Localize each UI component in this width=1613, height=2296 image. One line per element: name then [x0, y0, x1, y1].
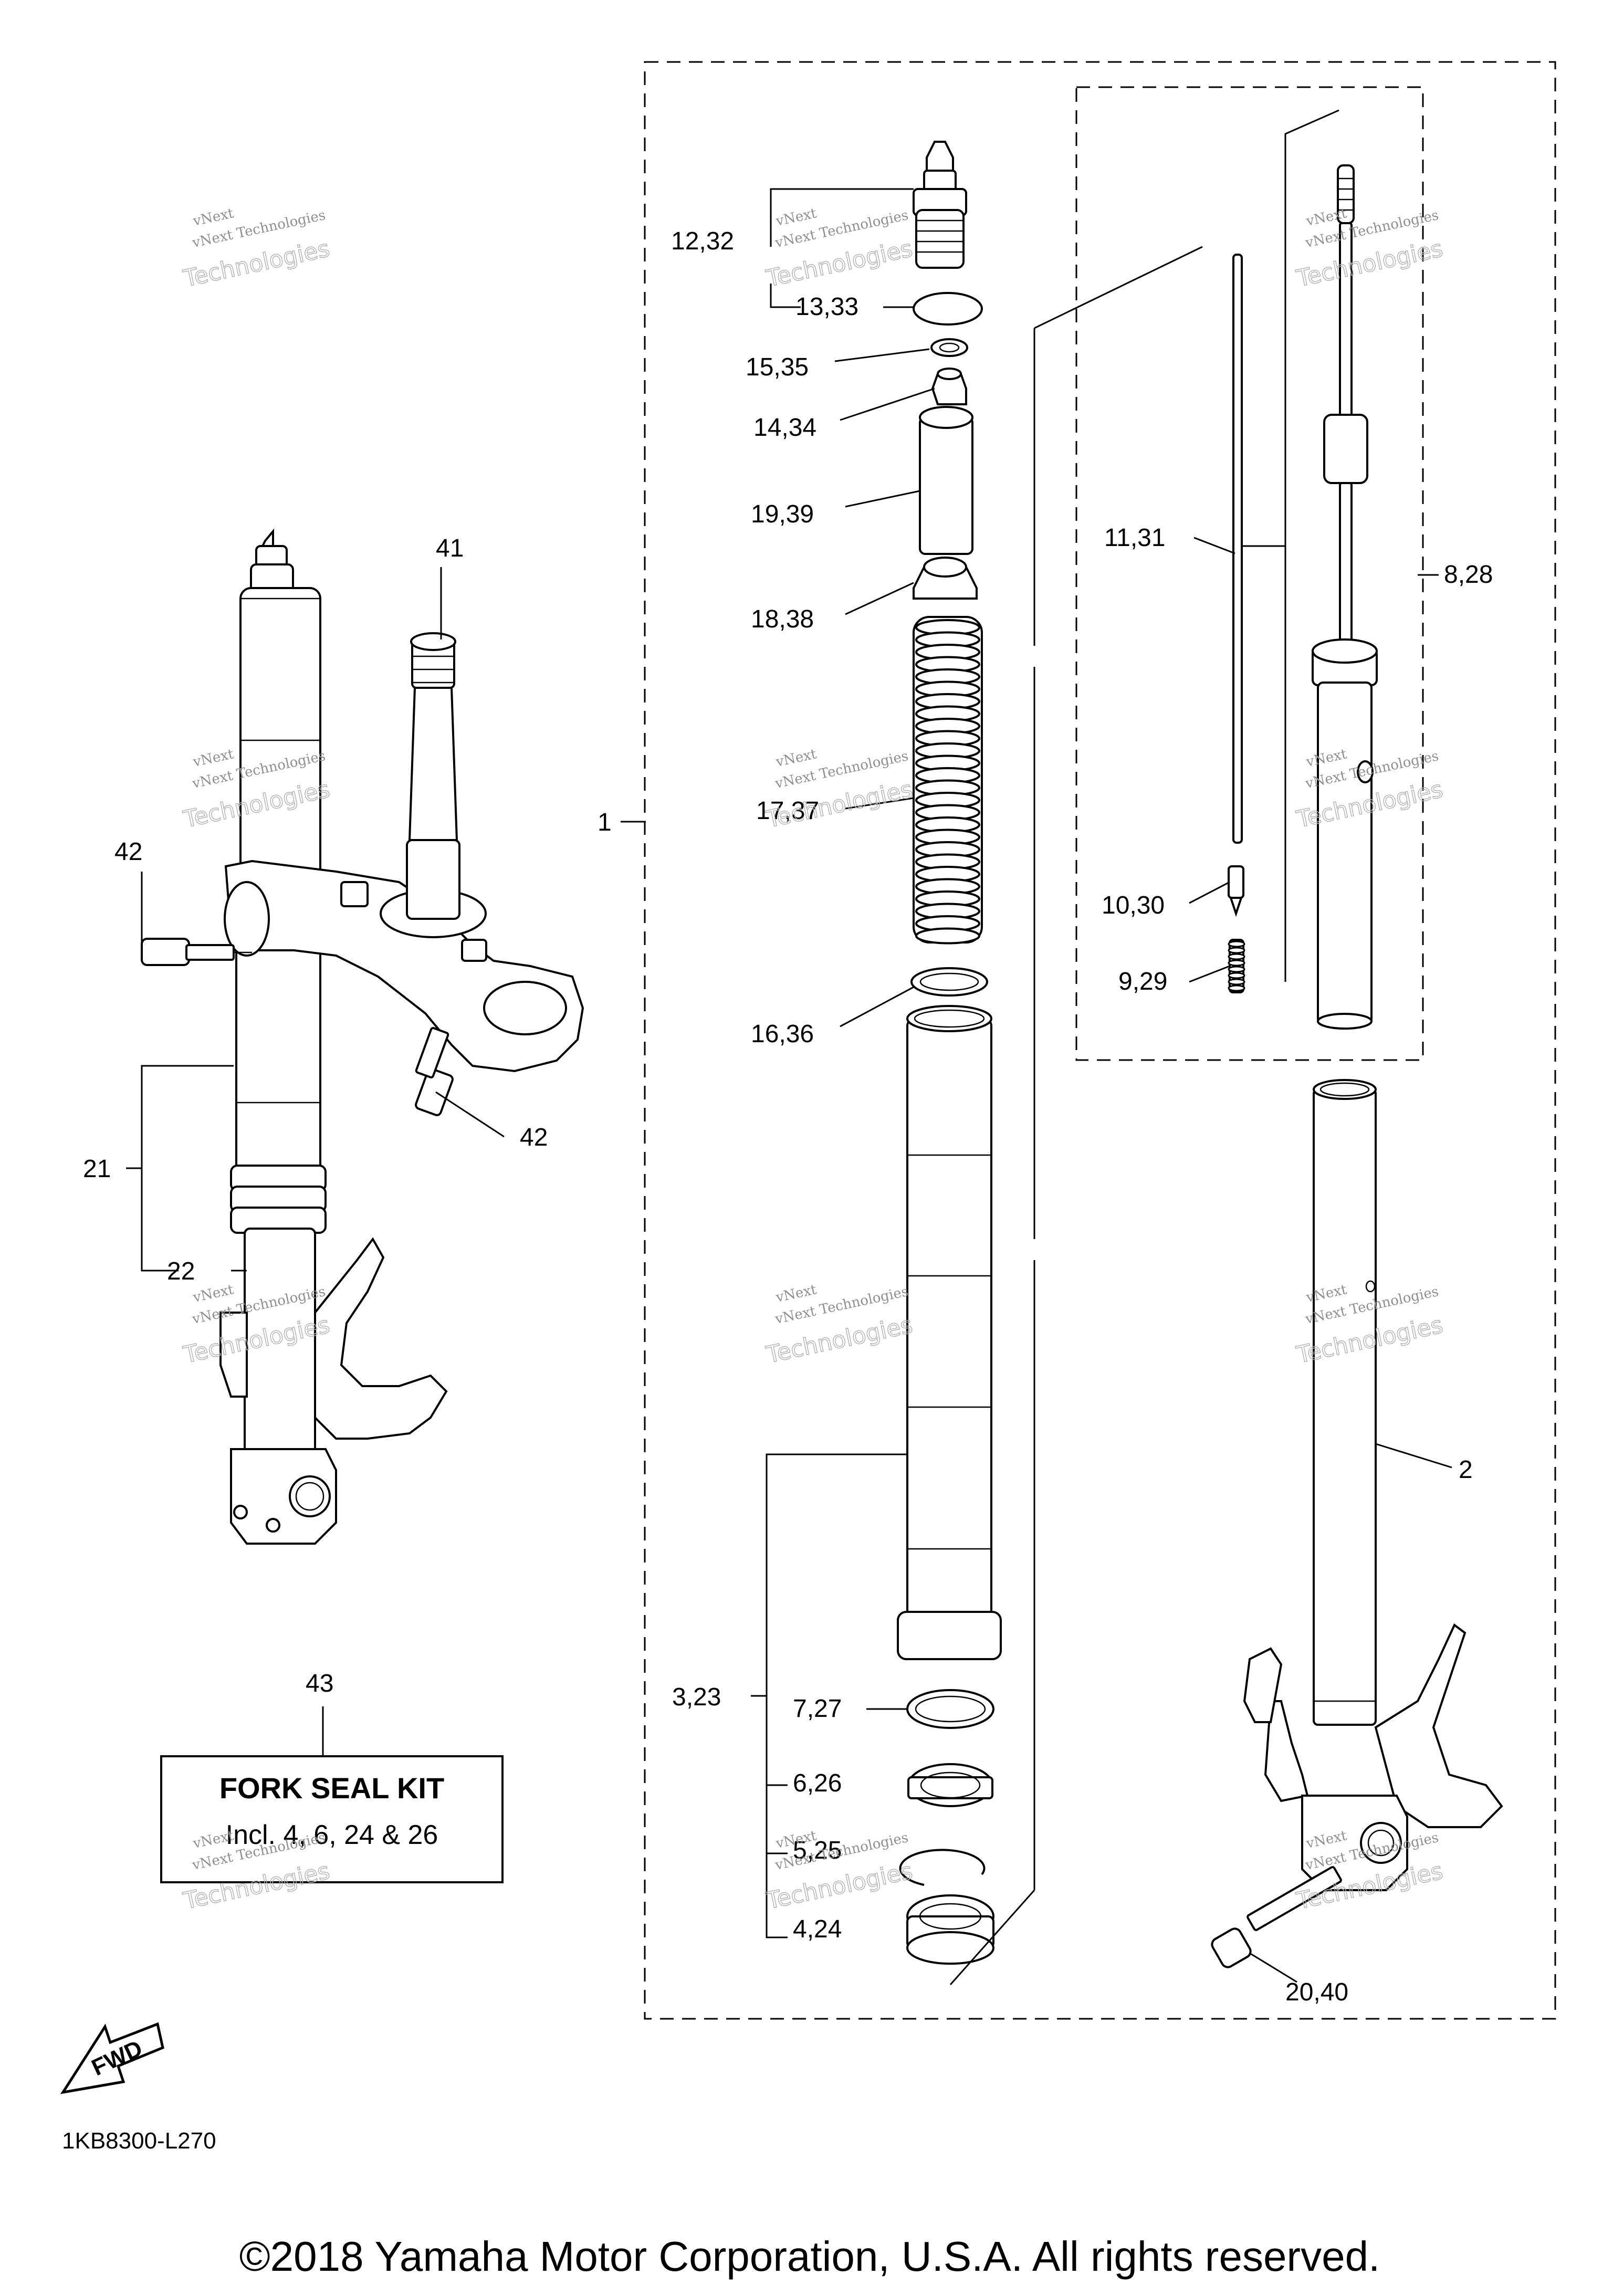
small-spring-coil	[1228, 947, 1245, 954]
callout-22: 22	[167, 1257, 195, 1285]
callout-43: 43	[306, 1670, 333, 1697]
spring-coil	[915, 927, 980, 945]
kit-title: FORK SEAL KIT	[219, 1771, 444, 1805]
small-spring-coil	[1228, 940, 1245, 948]
left-callout-leaders	[126, 567, 505, 1272]
callout-9-29: 9,29	[1118, 968, 1167, 995]
center-exploded-parts	[897, 141, 1002, 1965]
callout-16-36: 16,36	[751, 1020, 814, 1048]
svg-text:vNext: vNext	[191, 205, 235, 229]
svg-text:vNext: vNext	[774, 1282, 818, 1306]
small-spring-coil	[1228, 978, 1245, 986]
svg-text:vNext: vNext	[774, 746, 818, 770]
right-callout-leaders	[1189, 537, 1452, 1983]
svg-text:vNext: vNext	[191, 746, 235, 770]
callout-42-left: 42	[114, 838, 142, 866]
small-spring-coil	[1228, 972, 1245, 979]
kit-contents: Incl. 4, 6, 24 & 26	[226, 1820, 438, 1850]
callout-8-28: 8,28	[1444, 561, 1493, 589]
assembled-fork-illustration	[141, 528, 584, 1545]
center-callout-leaders	[621, 188, 1203, 1985]
damper-assembly-illustration	[1228, 109, 1378, 1030]
diagram-code: 1KB8300-L270	[62, 2128, 216, 2154]
callout-18-38: 18,38	[751, 605, 814, 633]
callout-14-34: 14,34	[753, 414, 816, 442]
small-spring-coil	[1228, 959, 1245, 967]
callout-11-31: 11,31	[1104, 524, 1166, 552]
watermark-5: vNext vNext Technologies Technologies	[763, 746, 916, 833]
callout-5-25: 5,25	[793, 1837, 842, 1864]
callout-7-27: 7,27	[793, 1695, 842, 1723]
callout-15-35: 15,35	[746, 353, 809, 381]
callout-1: 1	[598, 809, 612, 836]
callout-10-30: 10,30	[1102, 892, 1165, 919]
damper-assembly-dashed-box	[1075, 86, 1424, 1061]
callout-13-33: 13,33	[795, 293, 858, 321]
small-spring-coil	[1228, 966, 1245, 973]
callout-17-37: 17,37	[756, 797, 819, 825]
callout-3-23: 3,23	[672, 1683, 721, 1711]
watermark-1: vNext vNext Technologies Technologies	[181, 205, 333, 292]
small-spring-coil	[1228, 984, 1245, 992]
callout-20-40: 20,40	[1285, 1978, 1348, 2006]
callout-41: 41	[436, 534, 464, 562]
callout-4-24: 4,24	[793, 1915, 842, 1943]
small-spring-coil	[1228, 953, 1245, 960]
svg-text:vNext: vNext	[774, 205, 818, 229]
callout-12-32: 12,32	[671, 227, 734, 255]
inner-tube-and-axle-bracket	[1211, 1079, 1503, 1968]
fwd-arrow-icon: FWD	[60, 2022, 164, 2094]
watermark-8: vNext vNext Technologies Technologies	[763, 1282, 916, 1369]
callout-42-bottom: 42	[520, 1124, 548, 1151]
callout-19-39: 19,39	[751, 500, 814, 528]
callout-6-26: 6,26	[793, 1769, 842, 1797]
fork-spring	[913, 616, 983, 945]
svg-text:vNext: vNext	[191, 1282, 235, 1306]
callout-2: 2	[1459, 1456, 1473, 1484]
copyright-notice: ©2018 Yamaha Motor Corporation, U.S.A. A…	[239, 2233, 1380, 2280]
watermark-2: vNext vNext Technologies Technologies	[763, 205, 916, 292]
fork-seal-kit-box	[160, 1755, 504, 1883]
callout-21: 21	[83, 1155, 111, 1183]
